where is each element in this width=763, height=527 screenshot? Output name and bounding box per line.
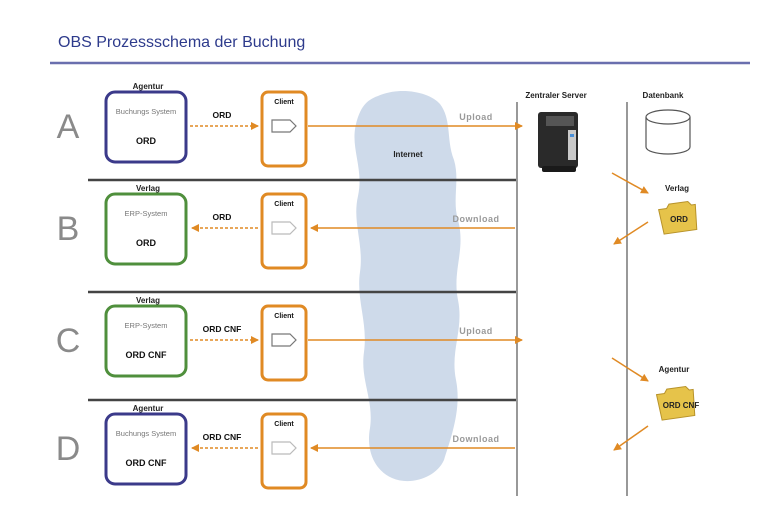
actor-label: Verlag bbox=[136, 184, 160, 193]
folder-icon bbox=[655, 385, 696, 421]
client-device-icon bbox=[271, 119, 297, 133]
client-device-icon bbox=[271, 333, 297, 347]
from-database-arrow bbox=[613, 425, 649, 451]
client-device-icon bbox=[271, 441, 297, 455]
row-letter: D bbox=[56, 430, 81, 468]
row-letter: B bbox=[57, 210, 80, 248]
folder-icon bbox=[658, 200, 698, 235]
system-box bbox=[104, 192, 188, 266]
server-label: Zentraler Server bbox=[525, 91, 586, 100]
system-label: ERP-System bbox=[125, 209, 168, 218]
arrow-label: ORD bbox=[213, 110, 232, 120]
internet-cloud bbox=[354, 90, 461, 482]
document-label: ORD CNF bbox=[126, 458, 167, 468]
database-label: Datenbank bbox=[643, 91, 684, 100]
client-label: Client bbox=[274, 421, 294, 428]
folder-agentur: Agentur ORD CNF bbox=[655, 365, 700, 421]
folder-doc-label: ORD CNF bbox=[663, 401, 700, 410]
client-device-icon bbox=[271, 221, 297, 235]
from-database-arrow bbox=[613, 221, 649, 245]
page-title: OBS Prozessschema der Buchung bbox=[58, 34, 305, 51]
client-label: Client bbox=[274, 201, 294, 208]
row-letter: C bbox=[56, 322, 81, 360]
folder-owner-label: Verlag bbox=[665, 184, 689, 193]
transfer-label: Download bbox=[453, 434, 500, 444]
system-box bbox=[104, 304, 188, 378]
folder-doc-label: ORD bbox=[670, 215, 688, 224]
actor-label: Verlag bbox=[136, 296, 160, 305]
document-label: ORD bbox=[136, 136, 157, 146]
database-icon bbox=[645, 109, 691, 155]
arrow-label: ORD CNF bbox=[203, 432, 242, 442]
transfer-label: Upload bbox=[459, 112, 493, 122]
to-database-arrow bbox=[611, 357, 649, 382]
system-label: ERP-System bbox=[125, 321, 168, 330]
document-label: ORD CNF bbox=[126, 350, 167, 360]
actor-label: Agentur bbox=[133, 404, 164, 413]
system-box bbox=[104, 90, 188, 164]
system-label: Buchungs System bbox=[116, 429, 176, 438]
arrow-label: ORD bbox=[213, 212, 232, 222]
actor-label: Agentur bbox=[133, 82, 164, 91]
transfer-label: Upload bbox=[459, 326, 493, 336]
transfer-label: Download bbox=[453, 214, 500, 224]
document-label: ORD bbox=[136, 238, 157, 248]
folder-verlag: Verlag ORD bbox=[658, 184, 698, 235]
client-label: Client bbox=[274, 313, 294, 320]
server-icon bbox=[538, 112, 578, 172]
internet-label: Internet bbox=[393, 150, 423, 159]
row-letter: A bbox=[57, 108, 80, 146]
to-database-arrow bbox=[611, 172, 649, 194]
client-label: Client bbox=[274, 99, 294, 106]
arrow-label: ORD CNF bbox=[203, 324, 242, 334]
system-label: Buchungs System bbox=[116, 107, 176, 116]
system-box bbox=[104, 412, 188, 486]
folder-owner-label: Agentur bbox=[659, 365, 690, 374]
